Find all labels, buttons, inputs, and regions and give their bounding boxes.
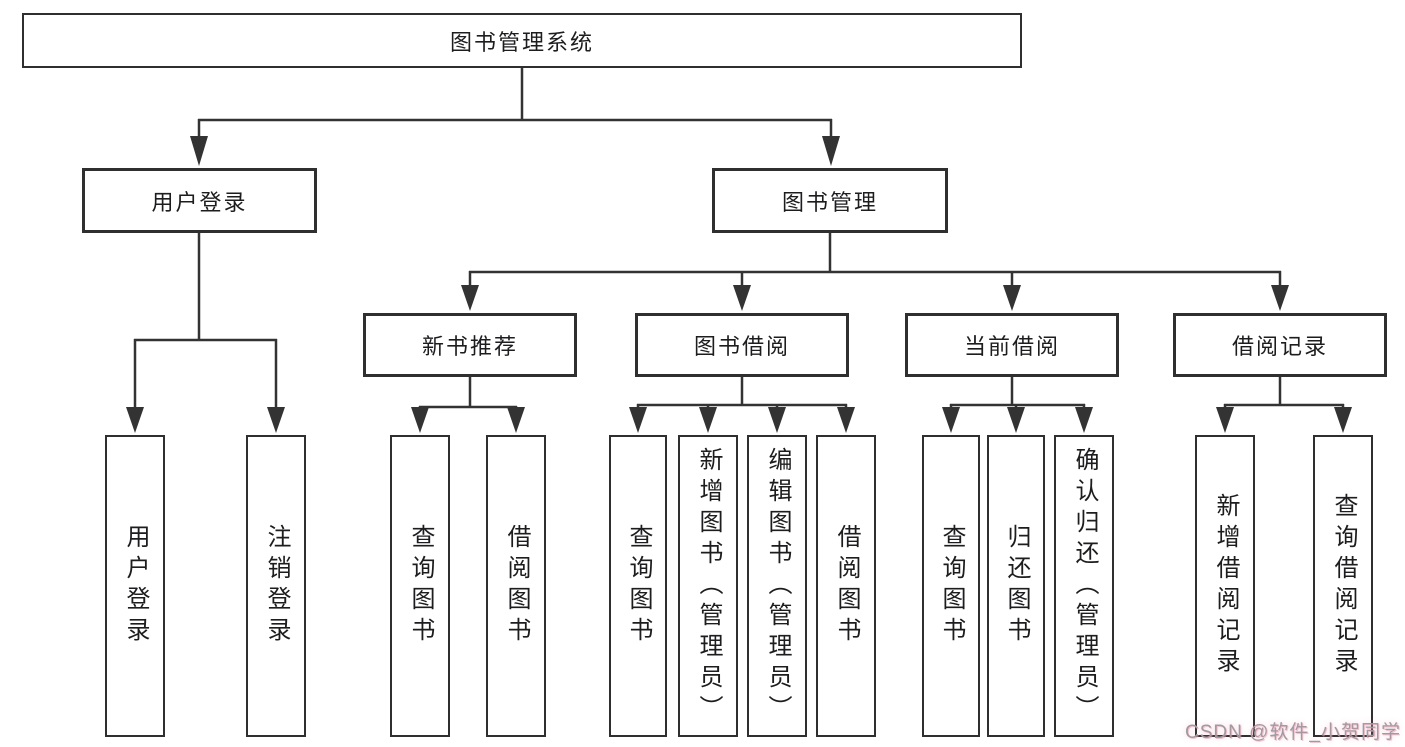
leaf-return-books: 归还图书 xyxy=(987,435,1045,737)
leaf-query-books-current: 查询图书 xyxy=(922,435,980,737)
connector-book-management-children xyxy=(461,233,1289,311)
connector-borrowing-records-children xyxy=(1216,377,1352,433)
node-book-borrowing: 图书借阅 xyxy=(635,313,849,377)
leaf-confirm-return-admin: 确认归还（管理员） xyxy=(1054,435,1114,737)
leaf-user-login: 用户登录 xyxy=(105,435,165,737)
node-library-management-system: 图书管理系统 xyxy=(22,13,1022,68)
leaf-borrow-books-recommend: 借阅图书 xyxy=(486,435,546,737)
watermark-text: CSDN @软件_小贺同学 xyxy=(1185,722,1401,743)
leaf-add-borrow-record: 新增借阅记录 xyxy=(1195,435,1255,737)
leaf-edit-books-admin: 编辑图书（管理员） xyxy=(747,435,807,737)
leaf-borrow-books-borrowing: 借阅图书 xyxy=(816,435,876,737)
node-user-login: 用户登录 xyxy=(82,168,317,233)
connector-book-borrowing-children xyxy=(629,377,855,433)
node-book-management: 图书管理 xyxy=(712,168,948,233)
node-borrowing-records: 借阅记录 xyxy=(1173,313,1387,377)
leaf-query-books-borrowing: 查询图书 xyxy=(609,435,667,737)
connector-new-book-children xyxy=(411,377,525,433)
leaf-query-borrow-record: 查询借阅记录 xyxy=(1313,435,1373,737)
leaf-query-books-recommend: 查询图书 xyxy=(390,435,450,737)
connector-root-to-level2 xyxy=(190,68,840,166)
leaf-logout-login: 注销登录 xyxy=(246,435,306,737)
node-current-borrowing: 当前借阅 xyxy=(905,313,1119,377)
connector-current-borrowing-children xyxy=(942,377,1093,433)
node-new-book-recommend: 新书推荐 xyxy=(363,313,577,377)
leaf-add-books-admin: 新增图书（管理员） xyxy=(678,435,738,737)
connector-user-login-children xyxy=(126,233,285,433)
